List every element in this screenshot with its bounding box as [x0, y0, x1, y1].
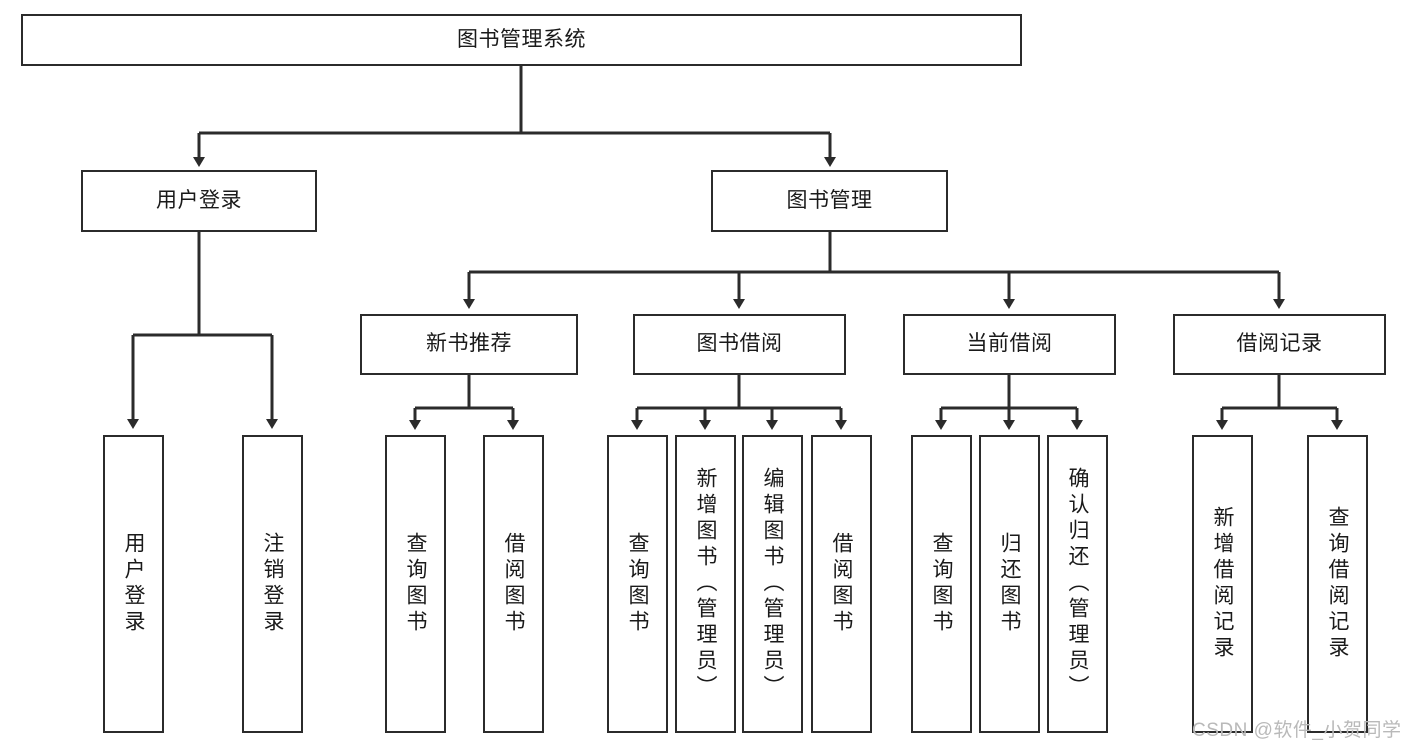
node-leaf-logout[interactable]: 注销登录	[242, 435, 303, 733]
node-root[interactable]: 图书管理系统	[21, 14, 1022, 66]
node-leaf-add-borrow-record-label: 新增借阅记录	[1211, 506, 1234, 662]
node-leaf-confirm-return-admin-label: 确认归还（管理员）	[1066, 467, 1089, 701]
node-root-label: 图书管理系统	[457, 27, 586, 51]
node-leaf-query-book-recommend[interactable]: 查询图书	[385, 435, 446, 733]
node-leaf-query-book-current-label: 查询图书	[930, 532, 953, 636]
node-leaf-query-borrow-record-label: 查询借阅记录	[1326, 506, 1349, 662]
node-leaf-query-book-borrow[interactable]: 查询图书	[607, 435, 668, 733]
node-leaf-query-book-recommend-label: 查询图书	[404, 532, 427, 636]
node-book-management[interactable]: 图书管理	[711, 170, 948, 232]
node-leaf-borrow-book-recommend[interactable]: 借阅图书	[483, 435, 544, 733]
node-user-login[interactable]: 用户登录	[81, 170, 317, 232]
node-book-management-label: 图书管理	[786, 188, 873, 212]
node-leaf-logout-label: 注销登录	[261, 532, 284, 636]
node-leaf-edit-book-admin-label: 编辑图书（管理员）	[761, 467, 784, 701]
node-user-login-label: 用户登录	[156, 188, 242, 212]
node-leaf-edit-book-admin[interactable]: 编辑图书（管理员）	[742, 435, 803, 733]
node-leaf-user-login-label: 用户登录	[122, 532, 145, 636]
node-book-borrow[interactable]: 图书借阅	[633, 314, 846, 375]
node-current-borrow[interactable]: 当前借阅	[903, 314, 1116, 375]
node-leaf-borrow-book-recommend-label: 借阅图书	[502, 532, 525, 636]
node-leaf-return-book-label: 归还图书	[998, 532, 1021, 636]
node-leaf-add-borrow-record[interactable]: 新增借阅记录	[1192, 435, 1253, 733]
node-book-borrow-label: 图书借阅	[696, 332, 783, 356]
csdn-watermark: CSDN @软件_小贺同学	[1192, 720, 1402, 741]
node-leaf-query-book-current[interactable]: 查询图书	[911, 435, 972, 733]
node-leaf-borrow-book-label: 借阅图书	[830, 532, 853, 636]
node-new-book-recommend-label: 新书推荐	[426, 332, 512, 356]
node-leaf-user-login[interactable]: 用户登录	[103, 435, 164, 733]
node-leaf-borrow-book[interactable]: 借阅图书	[811, 435, 872, 733]
node-borrow-record[interactable]: 借阅记录	[1173, 314, 1386, 375]
node-leaf-query-borrow-record[interactable]: 查询借阅记录	[1307, 435, 1368, 733]
node-current-borrow-label: 当前借阅	[966, 332, 1053, 356]
node-borrow-record-label: 借阅记录	[1236, 332, 1323, 356]
node-leaf-return-book[interactable]: 归还图书	[979, 435, 1040, 733]
node-leaf-add-book-admin-label: 新增图书（管理员）	[694, 467, 717, 701]
node-leaf-add-book-admin[interactable]: 新增图书（管理员）	[675, 435, 736, 733]
node-new-book-recommend[interactable]: 新书推荐	[360, 314, 578, 375]
node-leaf-confirm-return-admin[interactable]: 确认归还（管理员）	[1047, 435, 1108, 733]
node-leaf-query-book-borrow-label: 查询图书	[626, 532, 649, 636]
